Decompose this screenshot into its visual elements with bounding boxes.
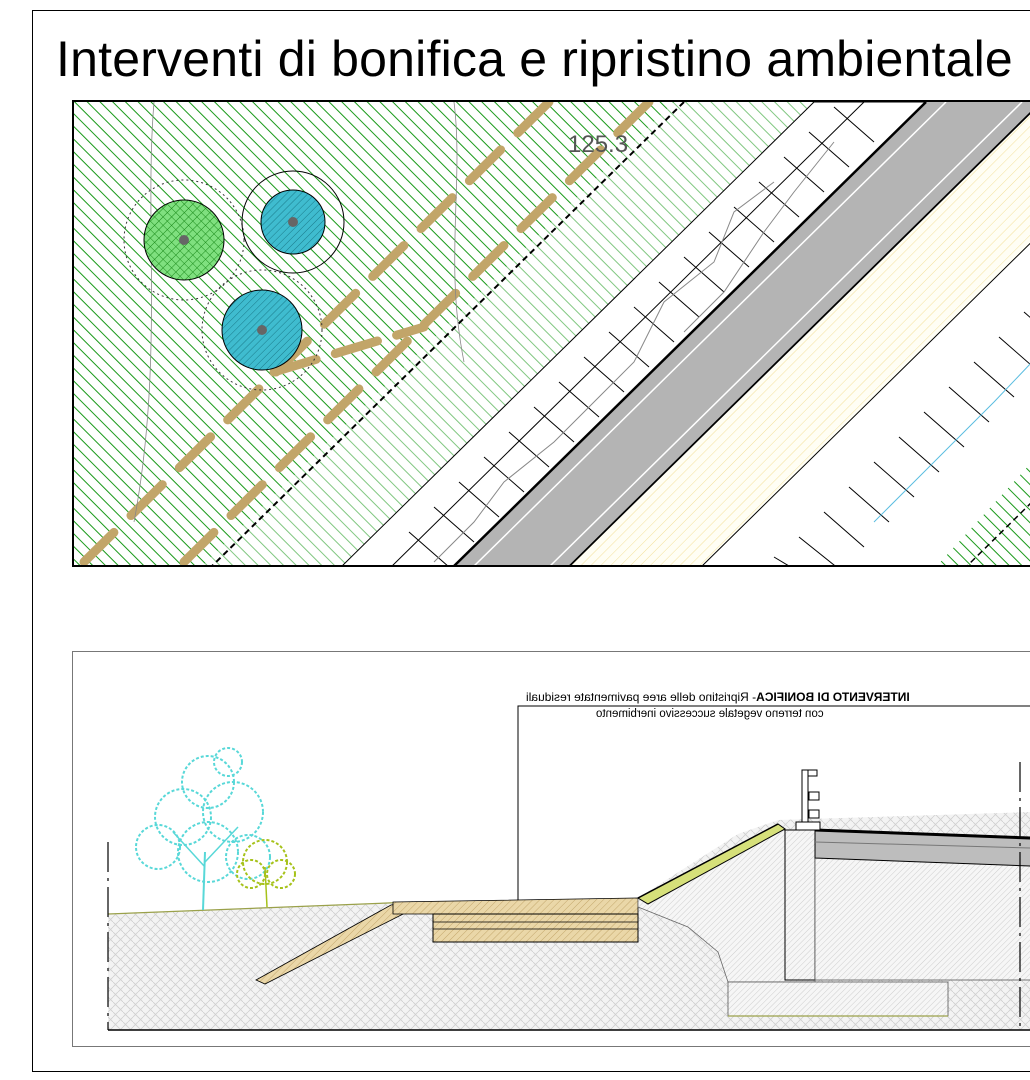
pavement-layer — [392, 897, 639, 943]
section-view — [72, 651, 1030, 1047]
road-deck — [814, 828, 1030, 867]
section-note-bold: INTERVENTO DI BONIFICA — [756, 690, 910, 704]
plan-view: 125.3 — [72, 100, 1030, 567]
green-area-band — [203, 102, 814, 565]
embankment-right — [570, 113, 1030, 565]
guardrail — [795, 769, 821, 831]
section-note-rest: - Ripristino delle aree pavimentate resi… — [526, 690, 757, 704]
tree-section-cyan — [135, 747, 271, 911]
plan-svg: 125.3 — [74, 102, 1030, 565]
elevation-label: 125.3 — [568, 131, 628, 158]
boundary-dashed — [211, 102, 685, 565]
retaining-wall — [727, 829, 1030, 1017]
section-svg — [107, 705, 1030, 1031]
tree-plan-1 — [123, 179, 245, 301]
drawing-sheet — [32, 10, 1030, 1072]
contour-lines — [133, 102, 465, 523]
path-tan — [79, 102, 654, 565]
drawing-title: Interventi di bonifica e ripristino ambi… — [56, 31, 1013, 87]
section-note-line2: con terreno vegetale successivo inerbime… — [596, 708, 824, 720]
embankment-left — [342, 102, 927, 565]
section-note-line1: INTERVENTO DI BONIFICA- Ripristino delle… — [526, 690, 910, 704]
tree-section-yellow — [236, 839, 296, 908]
tree-plan-3 — [201, 269, 323, 391]
tree-plan-2 — [241, 170, 345, 274]
ground-line — [107, 901, 414, 915]
green-area-left — [74, 102, 674, 565]
note-leader-line — [517, 705, 1030, 900]
